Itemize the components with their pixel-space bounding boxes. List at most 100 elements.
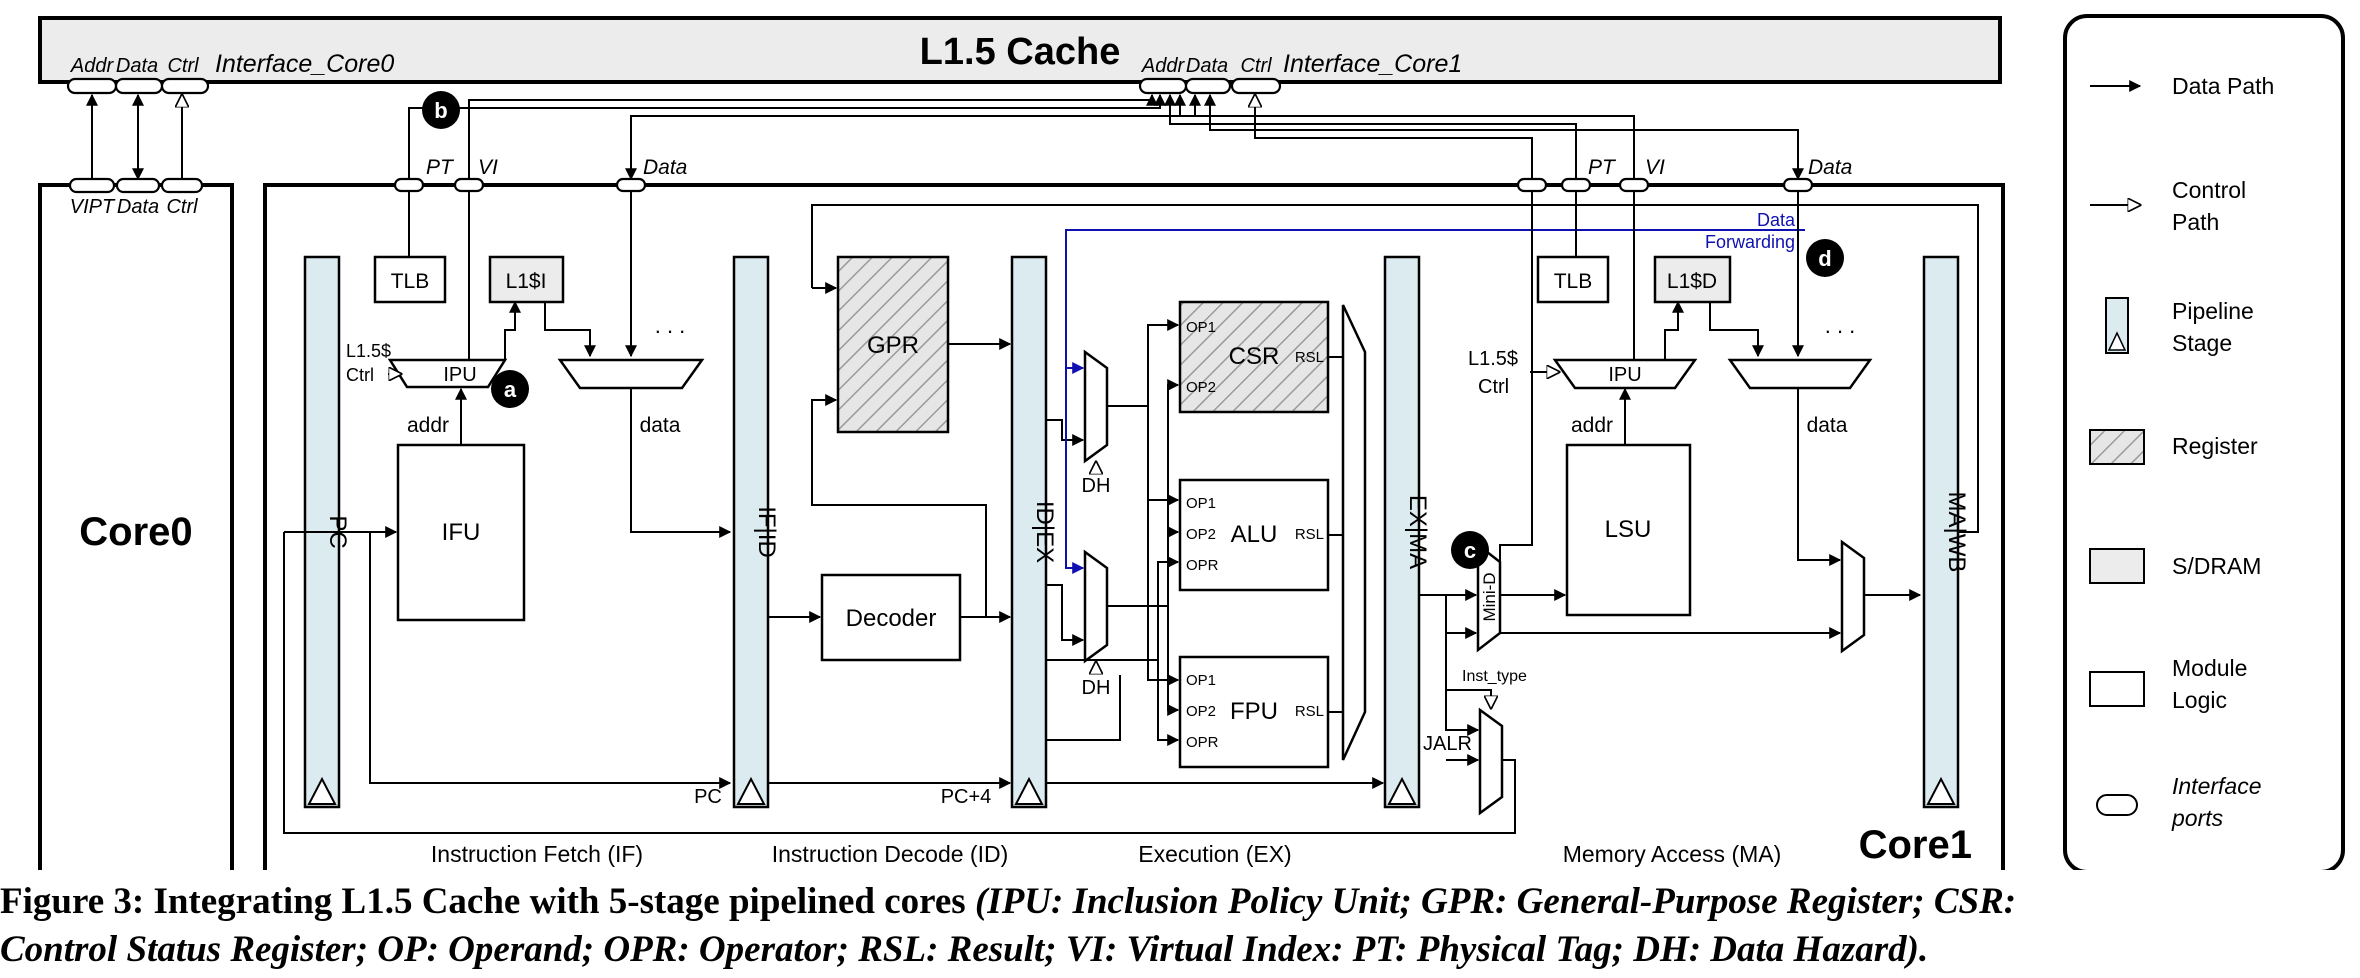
fetch-wires bbox=[283, 191, 1516, 834]
fwd-label-2: Forwarding bbox=[1705, 232, 1795, 252]
csr bbox=[1178, 300, 1330, 414]
tlb-fetch-label: TLB bbox=[391, 270, 430, 293]
cache-title: L1.5 Cache bbox=[920, 31, 1121, 73]
core1-port-data-left bbox=[615, 177, 647, 193]
fwd-label-1: Data bbox=[1757, 210, 1796, 230]
ipu-memory bbox=[1552, 358, 1698, 390]
addr-memory-label: addr bbox=[1571, 414, 1613, 437]
cache-port-ctrl-core0 bbox=[160, 77, 210, 95]
cache-port-data-core1 bbox=[1184, 77, 1232, 95]
stage-ma-wb: MA|WB bbox=[1922, 255, 1970, 809]
core1-title: Core1 bbox=[1859, 823, 1972, 867]
cache-port-addr-core0 bbox=[66, 77, 118, 95]
csr-rsl: RSL bbox=[1295, 349, 1324, 366]
decode-wires bbox=[768, 204, 1979, 789]
memory-blocks: TLB L1$D IPU L1.5$ Ctrl LSU addr . . . d… bbox=[1423, 255, 1873, 816]
core1-port-pt-label-right: PT bbox=[1588, 156, 1617, 179]
architecture-diagram: L1.5 Cache Addr Data Ctrl Interface_Core… bbox=[38, 14, 2345, 870]
legend-control-path-1: Control bbox=[2172, 177, 2246, 203]
core1-cache-links bbox=[408, 95, 1804, 181]
fpu-rsl: RSL bbox=[1295, 703, 1324, 720]
execute-blocks: DH DH CSR OP1 OP2 RSL ALU OP1 OP2 OPR RS… bbox=[1082, 300, 1367, 769]
fpu-label: FPU bbox=[1230, 698, 1278, 725]
core0-port-ctrl bbox=[160, 177, 204, 194]
tlb-memory bbox=[1536, 255, 1610, 304]
core1-port-data-right bbox=[1782, 177, 1814, 193]
marker-a-label: a bbox=[504, 377, 517, 402]
memory-wires bbox=[1419, 191, 1922, 766]
alu-label: ALU bbox=[1231, 521, 1278, 548]
core0-title: Core0 bbox=[79, 510, 192, 554]
core1-port-pt-right bbox=[1560, 177, 1592, 193]
cache-port-addr-core1 bbox=[1138, 77, 1188, 95]
caption-title: Figure 3: Integrating L1.5 Cache with 5-… bbox=[0, 881, 975, 922]
legend-register: Register bbox=[2172, 433, 2258, 459]
core1-port-vi-label-right: VI bbox=[1645, 156, 1665, 179]
marker-a bbox=[491, 370, 529, 408]
stage-ex-ma: EX|MA bbox=[1383, 255, 1431, 809]
phase-memory: Memory Access (MA) bbox=[1563, 841, 1782, 867]
gpr bbox=[836, 255, 950, 434]
legend-data-path: Data Path bbox=[2172, 73, 2274, 99]
phase-fetch: Instruction Fetch (IF) bbox=[431, 841, 643, 867]
alu-op1: OP1 bbox=[1186, 495, 1216, 512]
legend-control-path-2: Path bbox=[2172, 209, 2219, 235]
cache-port-addr-label-core0: Addr bbox=[70, 55, 115, 77]
caption-desc-1: (IPU: Inclusion Policy Unit; GPR: Genera… bbox=[974, 881, 2017, 922]
l1i-label: L1$I bbox=[506, 270, 547, 293]
legend-register-icon bbox=[2089, 429, 2145, 465]
core0-port-data-label: Data bbox=[117, 196, 159, 218]
core1-port-data-label-left: Data bbox=[643, 156, 687, 179]
fpu-op2: OP2 bbox=[1186, 703, 1216, 720]
legend-pipeline-2: Stage bbox=[2172, 330, 2232, 356]
l15-ctrl-memory-2: Ctrl bbox=[1478, 376, 1509, 398]
jalr-label: JALR bbox=[1423, 733, 1472, 755]
l15-ctrl-fetch-1: L1.5$ bbox=[346, 341, 391, 361]
csr-op1: OP1 bbox=[1186, 319, 1216, 336]
core0-port-ctrl-label: Ctrl bbox=[166, 196, 198, 218]
cache-port-data-core0 bbox=[114, 77, 164, 95]
phase-decode: Instruction Decode (ID) bbox=[772, 841, 1008, 867]
legend-pipeline-icon bbox=[2105, 297, 2129, 354]
gpr-label: GPR bbox=[867, 332, 919, 359]
stage-ex-ma-label: EX|MA bbox=[1404, 495, 1431, 569]
figure-caption: Figure 3: Integrating L1.5 Cache with 5-… bbox=[0, 878, 2360, 974]
dots-fetch: . . . bbox=[655, 313, 686, 338]
decode-blocks: GPR Decoder PC PC+4 bbox=[694, 255, 991, 808]
phase-labels: Instruction Fetch (IF) Instruction Decod… bbox=[431, 841, 1781, 867]
core1-port-data-label-right: Data bbox=[1808, 156, 1852, 179]
cache-port-ctrl-core1 bbox=[1230, 77, 1282, 95]
marker-b-label: b bbox=[434, 98, 447, 123]
alu-opr: OPR bbox=[1186, 557, 1219, 574]
l1d-label: L1$D bbox=[1667, 270, 1717, 293]
stage-id-ex-label: ID|EX bbox=[1031, 501, 1058, 563]
marker-d bbox=[1806, 239, 1844, 277]
core0-port-vipt-label: VIPT bbox=[70, 196, 116, 218]
data-forwarding-path bbox=[1065, 229, 1805, 574]
caption-line-1: Figure 3: Integrating L1.5 Cache with 5-… bbox=[0, 878, 2360, 926]
core0: Core0 VIPT Data Ctrl bbox=[38, 177, 234, 870]
alu-op2: OP2 bbox=[1186, 526, 1216, 543]
lsu-label: LSU bbox=[1605, 516, 1652, 543]
marker-c bbox=[1451, 531, 1489, 569]
l15-ctrl-memory-1: L1.5$ bbox=[1468, 348, 1518, 370]
fpu-opr: OPR bbox=[1186, 734, 1219, 751]
dots-memory: . . . bbox=[1825, 313, 1856, 338]
ifu bbox=[396, 443, 526, 622]
lsu bbox=[1565, 443, 1692, 617]
jalr-mux bbox=[1478, 707, 1504, 816]
l15-ctrl-fetch-2: Ctrl bbox=[346, 365, 374, 385]
interface-core0-label: Interface_Core0 bbox=[215, 50, 394, 78]
l15-cache: L1.5 Cache Addr Data Ctrl Interface_Core… bbox=[38, 16, 2002, 95]
cache-port-ctrl-label-core1: Ctrl bbox=[1240, 55, 1272, 77]
cache-port-data-label-core0: Data bbox=[116, 55, 158, 77]
caption-line-2: Control Status Register; OP: Operand; OP… bbox=[0, 926, 2360, 974]
legend-module-icon bbox=[2089, 671, 2145, 707]
csr-label: CSR bbox=[1229, 343, 1280, 370]
data-fetch-label: data bbox=[640, 414, 681, 437]
alu-rsl: RSL bbox=[1295, 526, 1324, 543]
legend-module-2: Logic bbox=[2172, 687, 2227, 713]
csr-op2: OP2 bbox=[1186, 379, 1216, 396]
tlb-fetch bbox=[373, 255, 447, 304]
marker-d-label: d bbox=[1818, 246, 1831, 271]
